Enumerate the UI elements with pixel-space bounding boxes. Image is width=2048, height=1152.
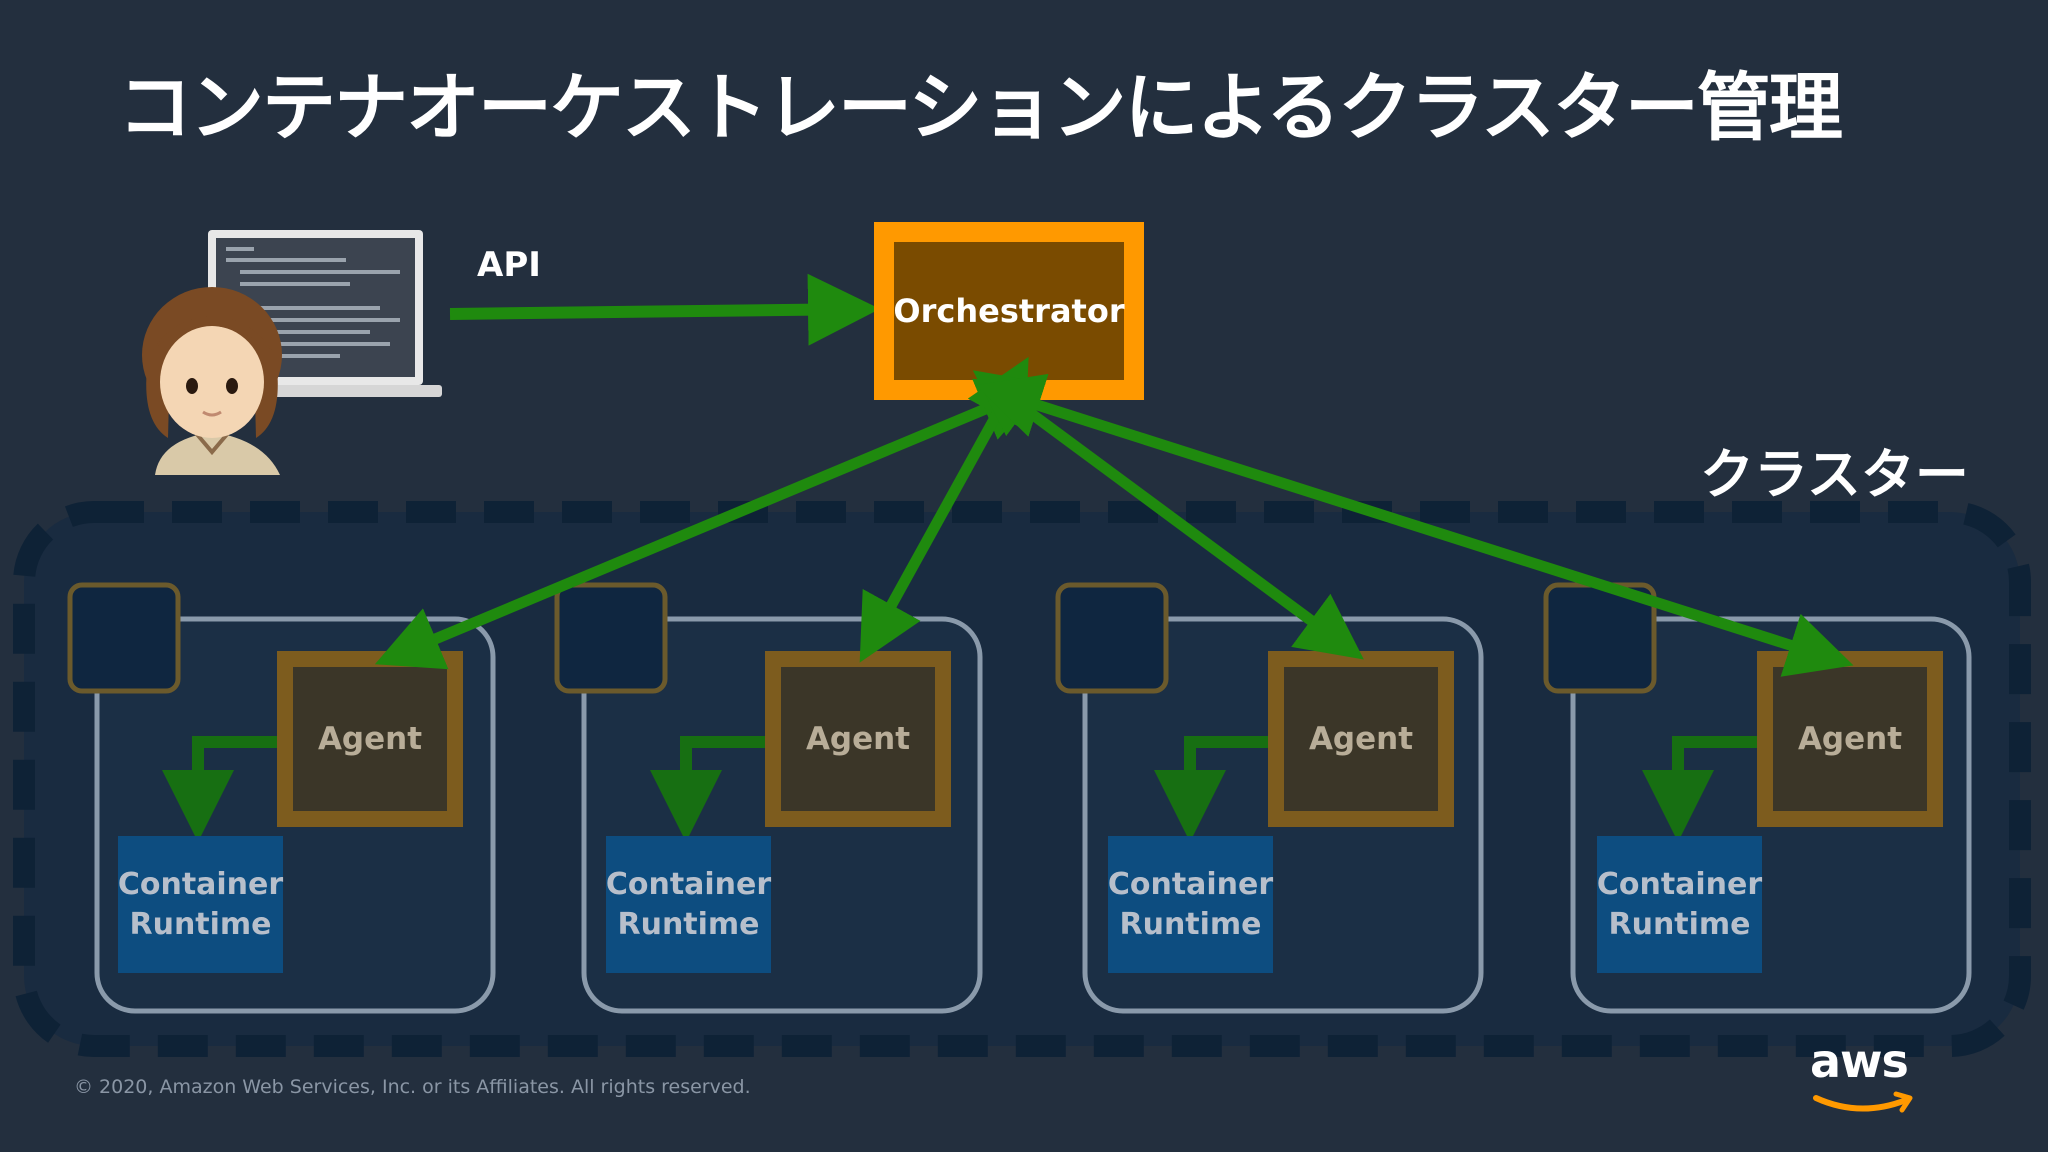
agent-box-4: Agent xyxy=(1757,651,1943,827)
agent-label: Agent xyxy=(317,721,423,757)
agent-box-3: Agent xyxy=(1268,651,1454,827)
runtime-label: Container Runtime xyxy=(1596,866,1763,942)
container-runtime-box-2: Container Runtime xyxy=(606,836,771,973)
page-title: コンテナオーケストレーションによるクラスター管理 xyxy=(118,65,1843,151)
aws-logo: aws xyxy=(1810,1034,1920,1116)
agent-runtime-arrow-1 xyxy=(162,736,285,842)
developer-avatar-icon xyxy=(142,287,282,475)
orchestrator-box: Orchestrator xyxy=(874,222,1144,400)
agent-label: Agent xyxy=(1797,721,1903,757)
agent-runtime-arrow-3 xyxy=(1154,736,1276,842)
agent-runtime-arrow-4 xyxy=(1642,736,1765,842)
api-label: API xyxy=(477,245,541,285)
container-runtime-box-1: Container Runtime xyxy=(118,836,283,973)
runtime-label: Container Runtime xyxy=(605,866,772,942)
agent-label: Agent xyxy=(1308,721,1414,757)
agent-box-2: Agent xyxy=(765,651,951,827)
aws-smile-icon xyxy=(1813,1091,1913,1113)
runtime-label: Container Runtime xyxy=(1107,866,1274,942)
aws-logo-text: aws xyxy=(1810,1034,1909,1088)
container-runtime-box-3: Container Runtime xyxy=(1108,836,1273,973)
agent-box-1: Agent xyxy=(277,651,463,827)
agent-runtime-arrow-2 xyxy=(650,736,772,842)
container-runtime-box-4: Container Runtime xyxy=(1597,836,1762,973)
cluster-label: クラスター xyxy=(1700,443,1969,506)
api-arrow xyxy=(449,273,880,346)
runtime-label: Container Runtime xyxy=(117,866,284,942)
copyright-footer: © 2020, Amazon Web Services, Inc. or its… xyxy=(74,1076,751,1098)
agent-label: Agent xyxy=(805,721,911,757)
orchestrator-label: Orchestrator xyxy=(893,292,1125,330)
